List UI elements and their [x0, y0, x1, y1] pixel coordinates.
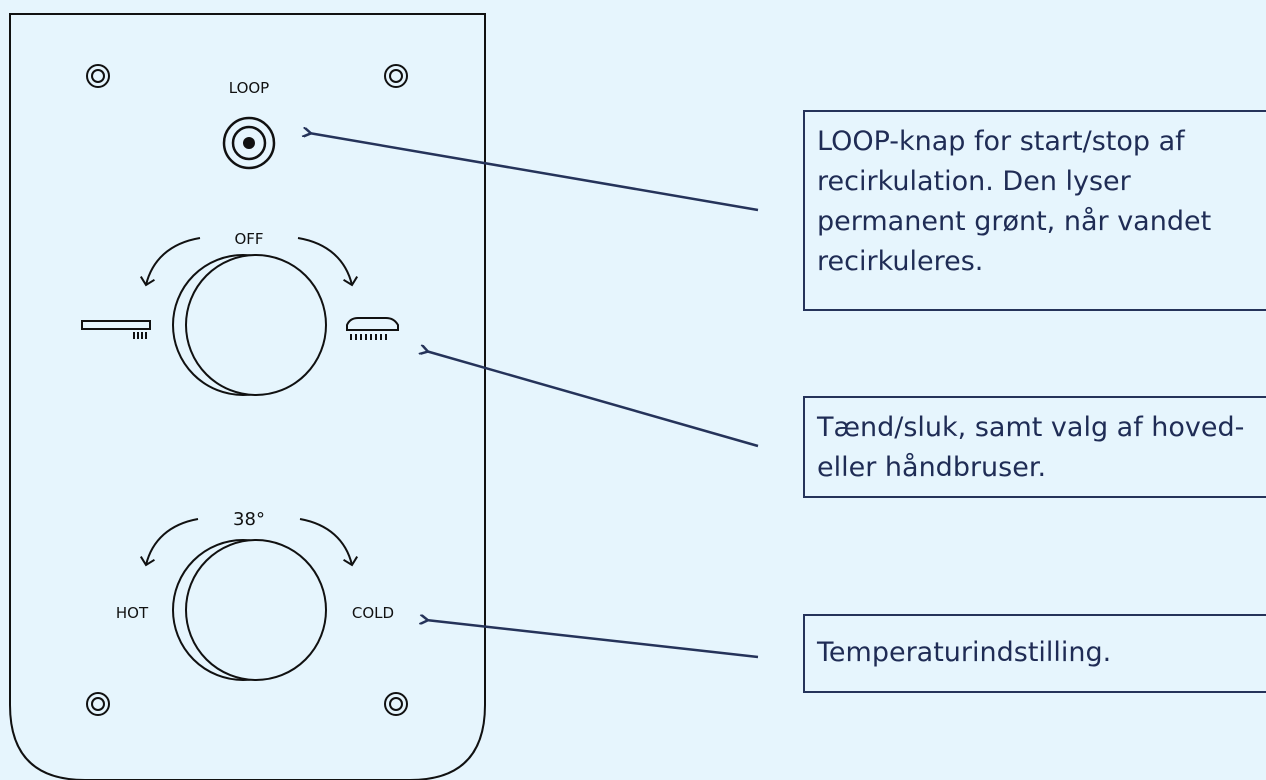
temperature-pointer-arrow — [426, 620, 759, 659]
loop-button-callout: LOOP-knap for start/stop af recirkulatio… — [803, 110, 1266, 311]
hot-label: HOT — [116, 604, 149, 622]
main-knob-pointer-arrow — [426, 351, 759, 448]
overhead-shower-icon — [346, 317, 399, 340]
cold-label: COLD — [352, 604, 394, 622]
off-label: OFF — [234, 230, 263, 248]
loop-label: LOOP — [229, 79, 269, 97]
screw-top-right — [384, 64, 408, 88]
temperature-knob-callout: Temperaturindstilling. — [803, 614, 1266, 693]
temperature-label: 38° — [233, 509, 265, 530]
loop-pointer-arrow — [309, 133, 759, 212]
screw-top-left — [86, 64, 110, 88]
screw-bottom-left — [86, 692, 110, 716]
rotate-right-arrow-icon — [297, 237, 359, 287]
control-panel-outline — [9, 13, 486, 780]
loop-button-description: LOOP-knap for start/stop af recirkulatio… — [817, 126, 1212, 277]
rotate-right-arrow-icon — [299, 518, 359, 567]
hand-shower-icon — [81, 320, 151, 339]
screw-bottom-right — [384, 692, 408, 716]
temperature-knob[interactable] — [172, 539, 327, 681]
main-shower-selector-knob[interactable] — [172, 254, 327, 396]
rotate-left-arrow-icon — [139, 518, 199, 567]
rotate-left-arrow-icon — [139, 237, 201, 287]
main-knob-callout: Tænd/sluk, samt valg af hoved- eller hån… — [803, 396, 1266, 498]
main-knob-description: Tænd/sluk, samt valg af hoved- eller hån… — [817, 412, 1245, 483]
temperature-knob-description: Temperaturindstilling. — [817, 637, 1112, 668]
loop-button[interactable] — [222, 116, 276, 170]
